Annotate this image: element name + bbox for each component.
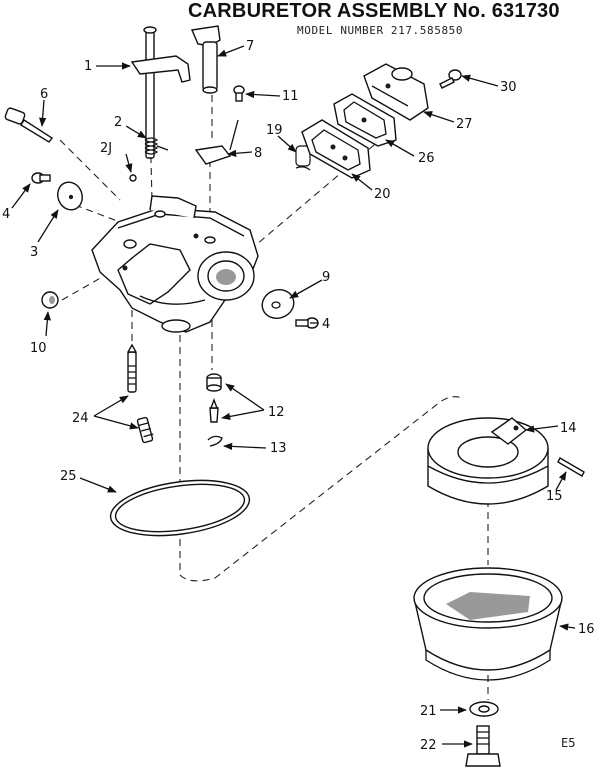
spring-part-2 <box>144 137 169 155</box>
diagram-title: CARBURETOR ASSEMBLY No. 631730 <box>188 0 560 22</box>
carburetor-body <box>91 195 259 333</box>
callout-25: 25 <box>60 469 77 484</box>
leader-arrows <box>11 45 576 748</box>
cover-part-27 <box>363 63 429 121</box>
callout-26: 26 <box>418 151 435 166</box>
callout-9: 9 <box>322 270 330 285</box>
callout-22: 22 <box>420 738 437 753</box>
drawing-code: E5 <box>561 736 576 750</box>
callout-24: 24 <box>72 411 89 426</box>
diaphragm-part-26 <box>333 93 397 147</box>
callout-10: 10 <box>30 341 47 356</box>
callout-30: 30 <box>500 80 517 95</box>
float-bowl-part-16 <box>413 567 563 681</box>
check-ball-part-2j <box>129 174 137 182</box>
needle-seat-part-12 <box>206 373 222 423</box>
callout-11: 11 <box>282 89 299 104</box>
o-ring-part-25 <box>109 479 251 537</box>
callout-3: 3 <box>30 245 38 260</box>
callout-2: 2 <box>114 115 122 130</box>
idle-needle-part-6 <box>4 107 54 143</box>
callout-12: 12 <box>268 405 285 420</box>
callout-13: 13 <box>270 441 287 456</box>
gasket-part-20 <box>301 119 371 179</box>
fuel-pickup-part-24 <box>126 343 154 444</box>
callout-19: 19 <box>266 123 283 138</box>
model-number: MODEL NUMBER 217.585850 <box>297 24 464 37</box>
callout-15: 15 <box>546 489 563 504</box>
bowl-bolt-part-22 <box>465 725 501 767</box>
callout-4-lower: 4 <box>322 317 330 332</box>
callout-14: 14 <box>560 421 577 436</box>
screw-part-11 <box>233 85 245 102</box>
callout-labels: 1 7 11 30 6 2 2J 19 27 8 26 4 20 3 9 4 1… <box>2 39 595 753</box>
callout-2j: 2J <box>100 141 112 156</box>
choke-shaft-part-7 <box>191 25 221 94</box>
callout-8: 8 <box>254 146 262 161</box>
welch-plug-part-10 <box>41 291 59 309</box>
callout-21: 21 <box>420 704 437 719</box>
callout-27: 27 <box>456 117 473 132</box>
callout-20: 20 <box>374 187 391 202</box>
washer-part-21 <box>469 701 499 717</box>
float-pin-part-15 <box>557 457 585 477</box>
throttle-plate-part-3 <box>57 181 83 211</box>
float-part-14 <box>427 417 549 505</box>
callout-16: 16 <box>578 622 595 637</box>
spring-part-19 <box>295 145 311 171</box>
choke-disc-part-9 <box>261 289 295 319</box>
screw-part-30 <box>439 69 462 89</box>
callout-4-upper: 4 <box>2 207 10 222</box>
throttle-shaft-part-1 <box>130 26 191 159</box>
screw-part-4-upper <box>31 172 51 184</box>
callout-7: 7 <box>246 39 254 54</box>
callout-6: 6 <box>40 87 48 102</box>
callout-1: 1 <box>84 59 92 74</box>
clip-part-13 <box>207 435 223 447</box>
choke-plate-part-8 <box>194 119 239 165</box>
